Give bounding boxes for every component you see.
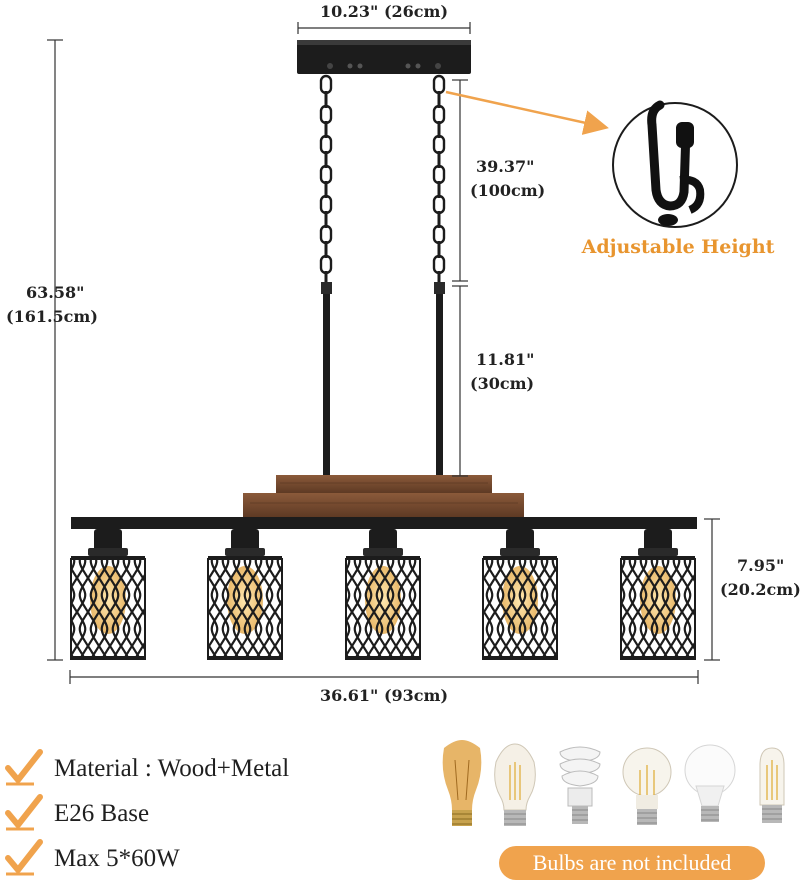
adjustable-height-label: Adjustable Height bbox=[581, 236, 775, 258]
wood-beam bbox=[243, 475, 524, 517]
checkmark-icon bbox=[8, 754, 40, 784]
callout-arrow bbox=[445, 90, 609, 135]
chain-length-inch-label: 39.37" bbox=[476, 157, 535, 176]
rod-length-cm-label: (30cm) bbox=[470, 374, 535, 393]
cage-shades bbox=[70, 529, 696, 660]
carabiner-icon bbox=[612, 100, 738, 228]
canopy-width-label: 10.23" (26cm) bbox=[319, 2, 449, 21]
ceiling-canopy bbox=[297, 40, 471, 74]
total-height-dimension bbox=[47, 39, 63, 661]
feature-base-label: E26 Base bbox=[54, 800, 150, 827]
checkmark-icon bbox=[8, 844, 40, 874]
feature-base: E26 Base bbox=[8, 797, 149, 831]
feature-material: Material : Wood+Metal bbox=[8, 752, 289, 786]
total-width-label: 36.61" (93cm) bbox=[319, 686, 449, 705]
shade-height-cm-label: (20.2cm) bbox=[720, 580, 800, 599]
total-width-dimension bbox=[69, 670, 699, 684]
total-height-inch-label: 63.58" bbox=[26, 283, 85, 302]
canopy-width-dimension bbox=[297, 22, 471, 34]
spiral-cfl-bulb-icon bbox=[559, 746, 601, 824]
feature-material-label: Material : Wood+Metal bbox=[54, 755, 290, 782]
frosted-led-bulb-icon bbox=[684, 744, 736, 822]
feature-checkmarks bbox=[5, 749, 43, 876]
tubular-filament-bulb-icon bbox=[759, 747, 785, 823]
edison-bulb-icon bbox=[442, 740, 482, 826]
rod-length-dimension bbox=[452, 285, 468, 477]
shade-height-dimension bbox=[704, 518, 720, 661]
total-height-cm-label: (161.5cm) bbox=[6, 307, 98, 326]
feature-wattage-label: Max 5*60W bbox=[54, 845, 180, 872]
chain-length-dimension bbox=[452, 79, 468, 282]
metal-crossbar bbox=[71, 517, 697, 529]
down-rods bbox=[321, 282, 445, 477]
bulb-types bbox=[442, 740, 785, 826]
hanging-chains bbox=[319, 74, 446, 288]
a19-filament-bulb-icon bbox=[622, 747, 672, 825]
bulbs-not-included-badge: Bulbs are not included bbox=[499, 846, 765, 880]
led-filament-bulb-icon bbox=[494, 743, 536, 826]
rod-length-inch-label: 11.81" bbox=[476, 350, 535, 369]
chain-length-cm-label: (100cm) bbox=[470, 181, 546, 200]
checkmark-icon bbox=[8, 799, 40, 829]
feature-wattage: Max 5*60W bbox=[8, 842, 180, 876]
shade-height-inch-label: 7.95" bbox=[737, 556, 785, 575]
